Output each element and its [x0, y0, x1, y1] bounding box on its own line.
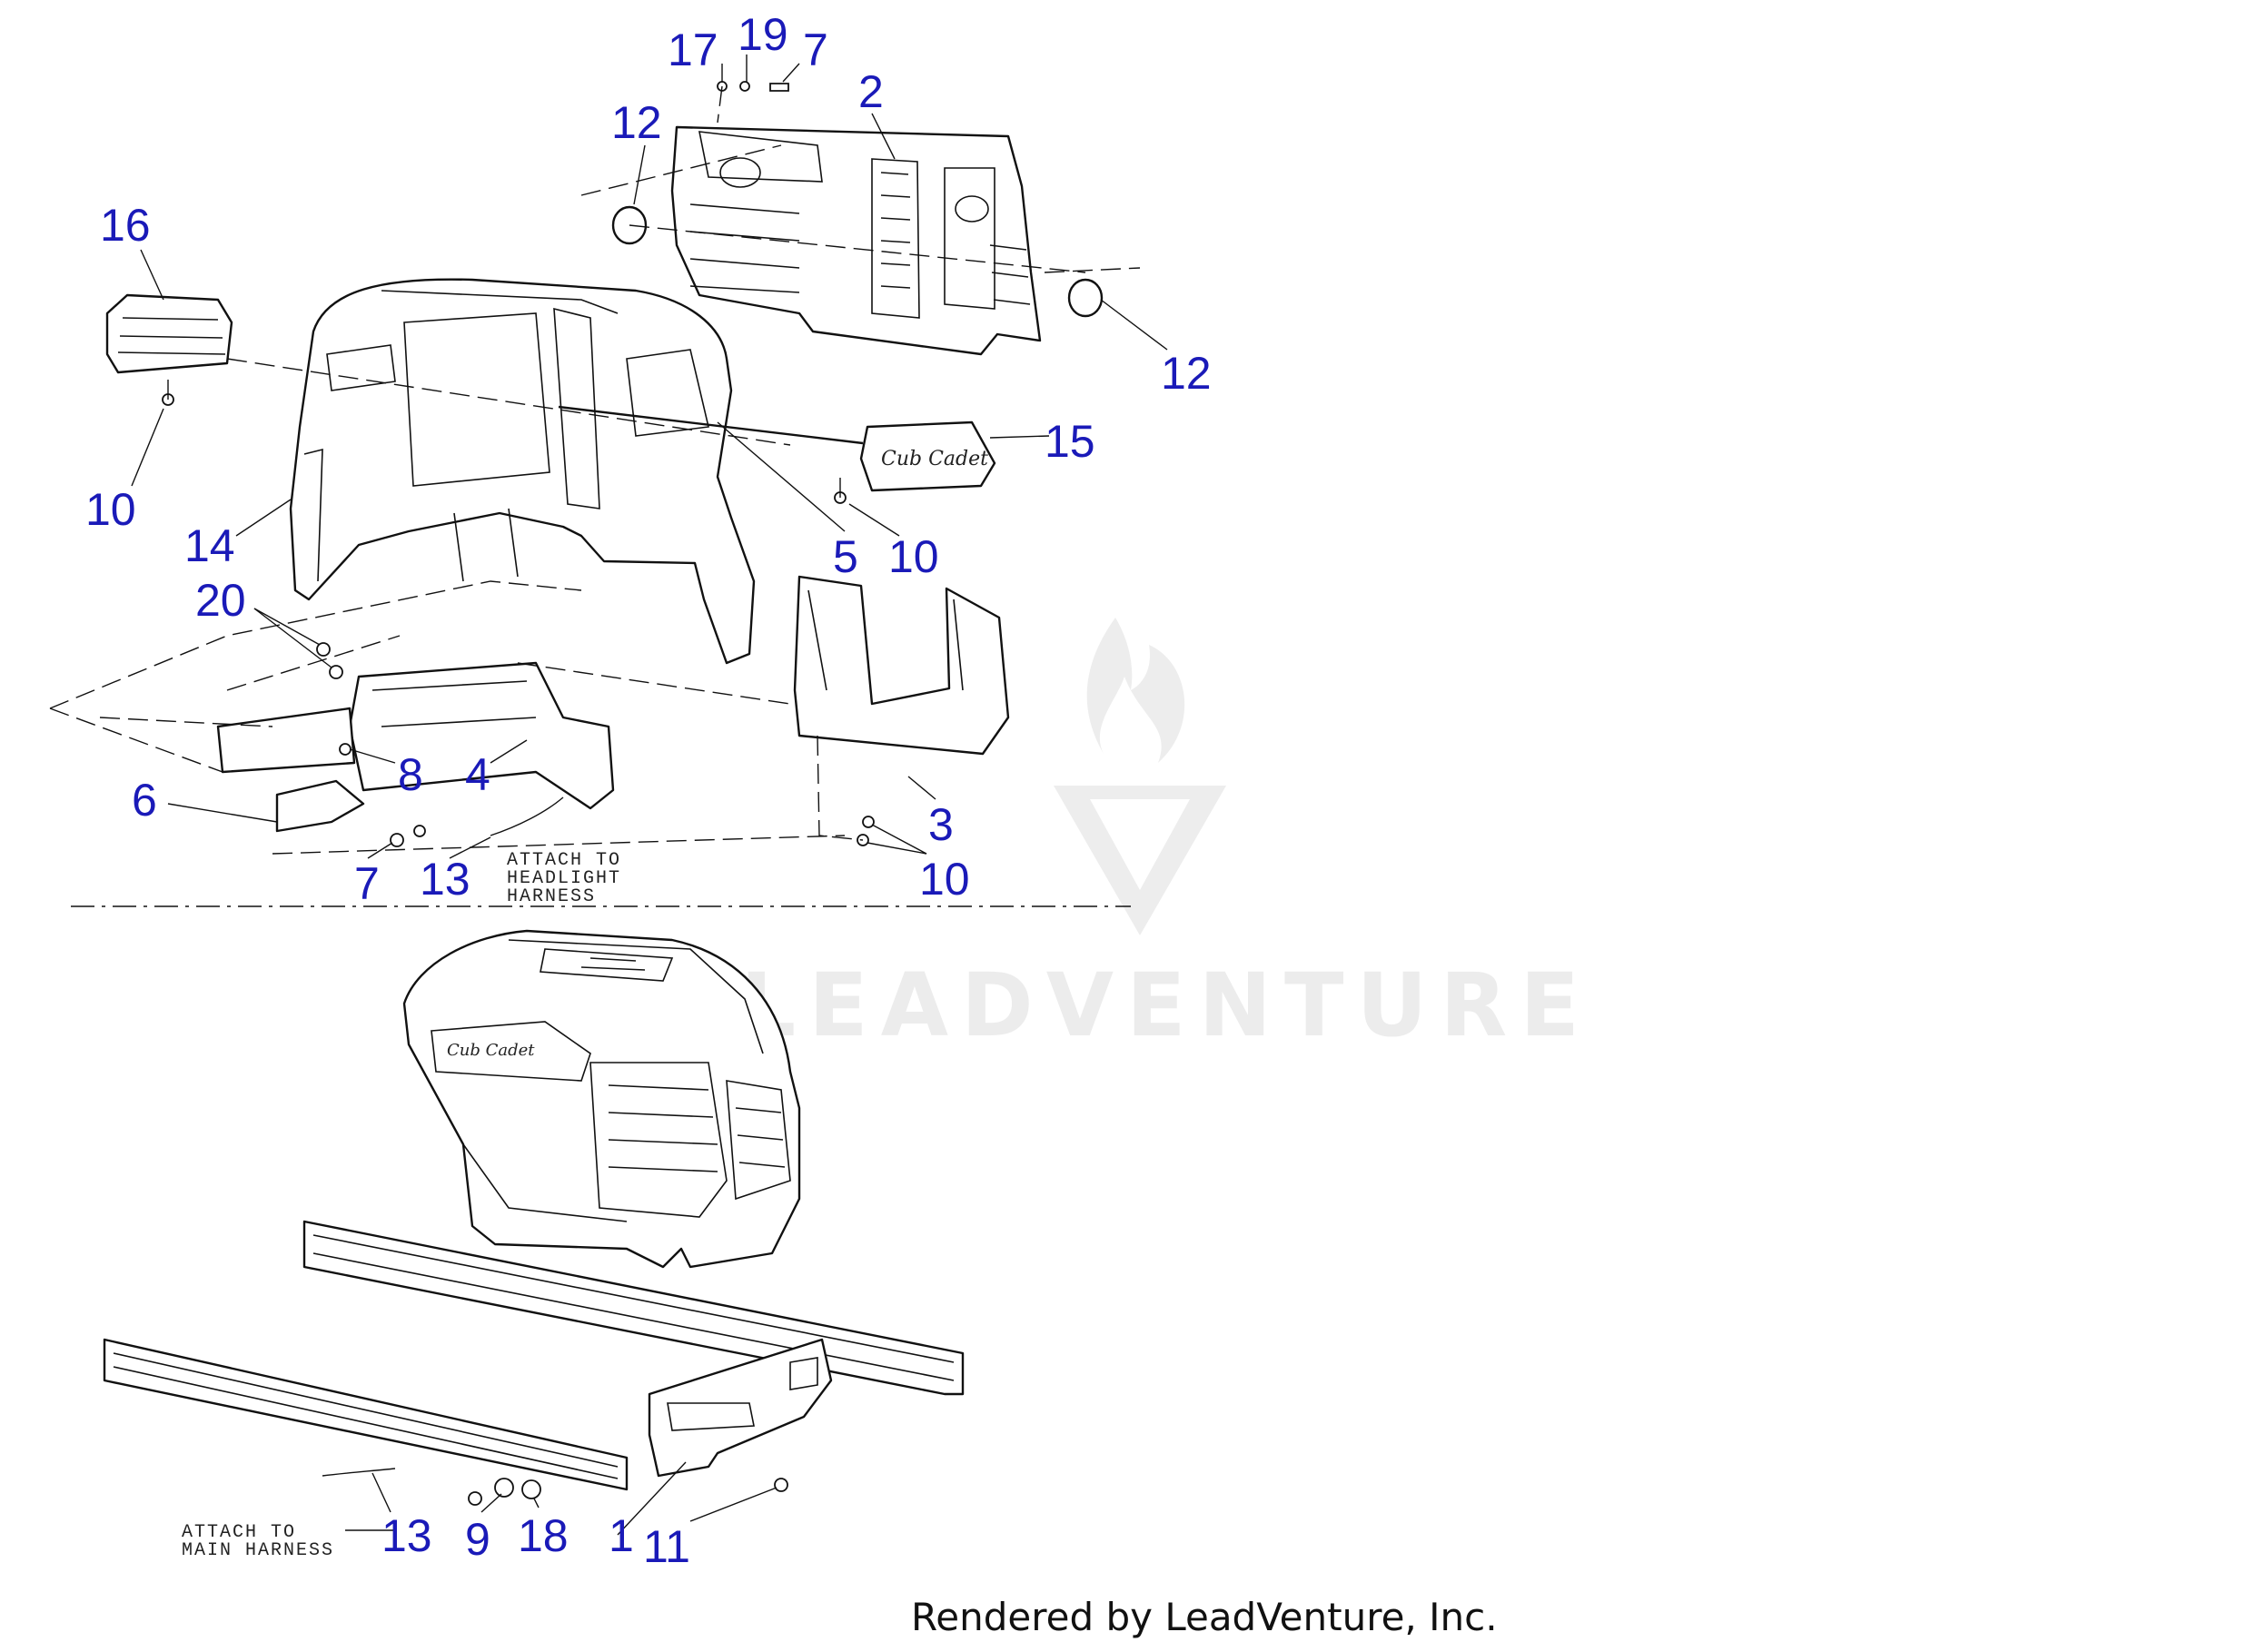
- note-main-line1: ATTACH TO: [182, 1522, 296, 1543]
- alignment-lines: [49, 85, 1141, 855]
- part-headlight-lens-right: [1067, 278, 1104, 318]
- assembled-hood-logo: Cub Cadet: [447, 1041, 535, 1060]
- part-mount-bracket: [348, 661, 615, 810]
- watermark: LEADVENTURE: [740, 618, 1592, 1056]
- part-lower-plate: [275, 779, 365, 833]
- watermark-text: LEADVENTURE: [740, 955, 1592, 1056]
- harness-wire-upper: [490, 796, 564, 836]
- callout-19: 19: [738, 9, 788, 60]
- callout-13a: 13: [420, 854, 470, 905]
- callout-10c: 10: [919, 854, 970, 905]
- callout-17: 17: [668, 25, 718, 75]
- leader-lines-upper: [131, 54, 1168, 859]
- callout-7a: 7: [803, 25, 828, 75]
- callout-9: 9: [465, 1514, 490, 1565]
- callout-7b: 7: [354, 858, 380, 909]
- part-emblem: Cub Cadet: [859, 420, 996, 492]
- callout-2: 2: [858, 66, 884, 117]
- callout-14: 14: [184, 520, 235, 571]
- frame-rails: [103, 1220, 965, 1491]
- part-bumper: [648, 1338, 833, 1478]
- callout-13b: 13: [381, 1510, 432, 1561]
- note-headlight-line2: HEADLIGHT: [507, 868, 621, 889]
- harness-wire-lower: [322, 1468, 396, 1477]
- emblem-logo: Cub Cadet: [881, 448, 988, 470]
- callout-4: 4: [465, 749, 490, 800]
- note-headlight-line1: ATTACH TO: [507, 850, 621, 871]
- callout-12b: 12: [1161, 348, 1212, 399]
- callout-10a: 10: [85, 484, 136, 535]
- part-rod: [558, 405, 864, 445]
- callout-20: 20: [195, 575, 246, 626]
- callout-5: 5: [833, 531, 858, 582]
- note-main-line2: MAIN HARNESS: [182, 1540, 334, 1561]
- part-hood: [289, 278, 756, 665]
- part-grille: [670, 125, 1042, 356]
- callout-11: 11: [643, 1521, 690, 1572]
- watermark-flame-icon: [1086, 618, 1185, 763]
- callout-3: 3: [928, 799, 954, 850]
- assembled-hood: Cub Cadet: [402, 929, 801, 1269]
- part-lower-shield: [793, 575, 1010, 756]
- callout-15: 15: [1045, 416, 1095, 467]
- note-headlight-harness: ATTACH TO HEADLIGHT HARNESS: [507, 850, 621, 907]
- callout-1: 1: [609, 1510, 634, 1561]
- watermark-chevron-icon: [1054, 786, 1226, 935]
- callout-12a: 12: [611, 97, 662, 148]
- note-main-harness: ATTACH TO MAIN HARNESS: [182, 1522, 334, 1561]
- callout-numbers: 17 19 7 2 12 16 12 15 10 14 5 10 20 8 4 …: [85, 9, 1212, 1572]
- note-headlight-line3: HARNESS: [507, 886, 596, 907]
- callout-6: 6: [132, 775, 157, 826]
- footer-credit: Rendered by LeadVenture, Inc.: [911, 1595, 1498, 1639]
- callout-16: 16: [100, 200, 151, 251]
- callout-8: 8: [398, 749, 423, 800]
- fasteners-lower: [468, 1478, 788, 1506]
- callout-18: 18: [518, 1510, 569, 1561]
- callout-10b: 10: [888, 531, 939, 582]
- leader-lines-lower: [345, 1461, 777, 1536]
- part-light-housing: [105, 293, 233, 374]
- part-side-bracket: [216, 707, 356, 774]
